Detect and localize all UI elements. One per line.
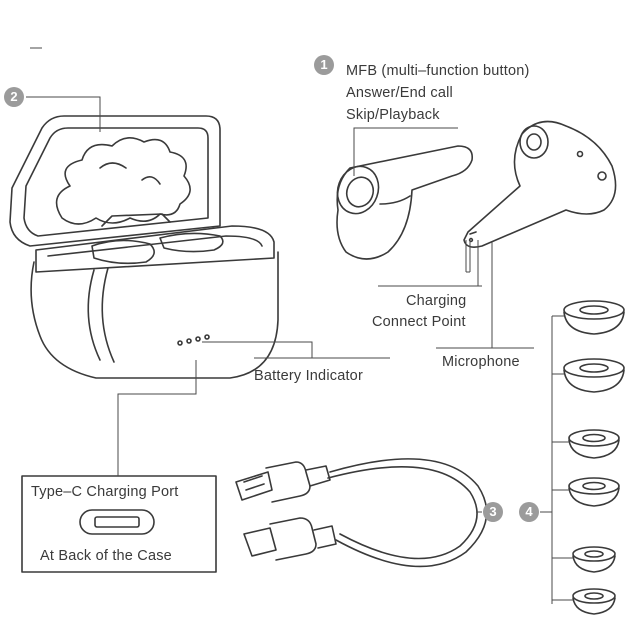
ear-tip-medium-2 xyxy=(568,477,620,507)
callout-badge-2: 2 xyxy=(4,87,24,107)
ear-tip-small-1 xyxy=(572,546,616,573)
mfb-label: MFB (multi–function button) xyxy=(346,63,530,79)
ear-tip-large-1 xyxy=(563,300,625,335)
charging-label: Charging xyxy=(406,293,467,309)
leader-lines xyxy=(26,47,573,604)
earbud-right xyxy=(463,120,617,248)
earbud-left xyxy=(336,145,474,260)
ear-tips xyxy=(563,300,625,615)
type-c-port-outer xyxy=(79,509,155,535)
port-title-label: Type–C Charging Port xyxy=(31,484,179,500)
ear-tip-medium-1 xyxy=(568,429,620,459)
type-c-port-box xyxy=(21,475,217,573)
usb-cable xyxy=(235,458,488,568)
connect-point-label: Connect Point xyxy=(372,314,466,330)
mfb-skip-label: Skip/Playback xyxy=(346,107,440,123)
callout-badge-4: 4 xyxy=(519,502,539,522)
mfb-answer-label: Answer/End call xyxy=(346,85,453,101)
ear-tip-small-2 xyxy=(572,588,616,615)
charging-case xyxy=(9,115,279,379)
port-location-label: At Back of the Case xyxy=(40,548,172,564)
callout-badge-1: 1 xyxy=(314,55,334,75)
battery-indicator-label: Battery Indicator xyxy=(254,368,363,384)
microphone-label: Microphone xyxy=(442,354,520,370)
callout-badge-3: 3 xyxy=(483,502,503,522)
type-c-port-inner xyxy=(94,516,140,528)
ear-tip-large-2 xyxy=(563,358,625,393)
